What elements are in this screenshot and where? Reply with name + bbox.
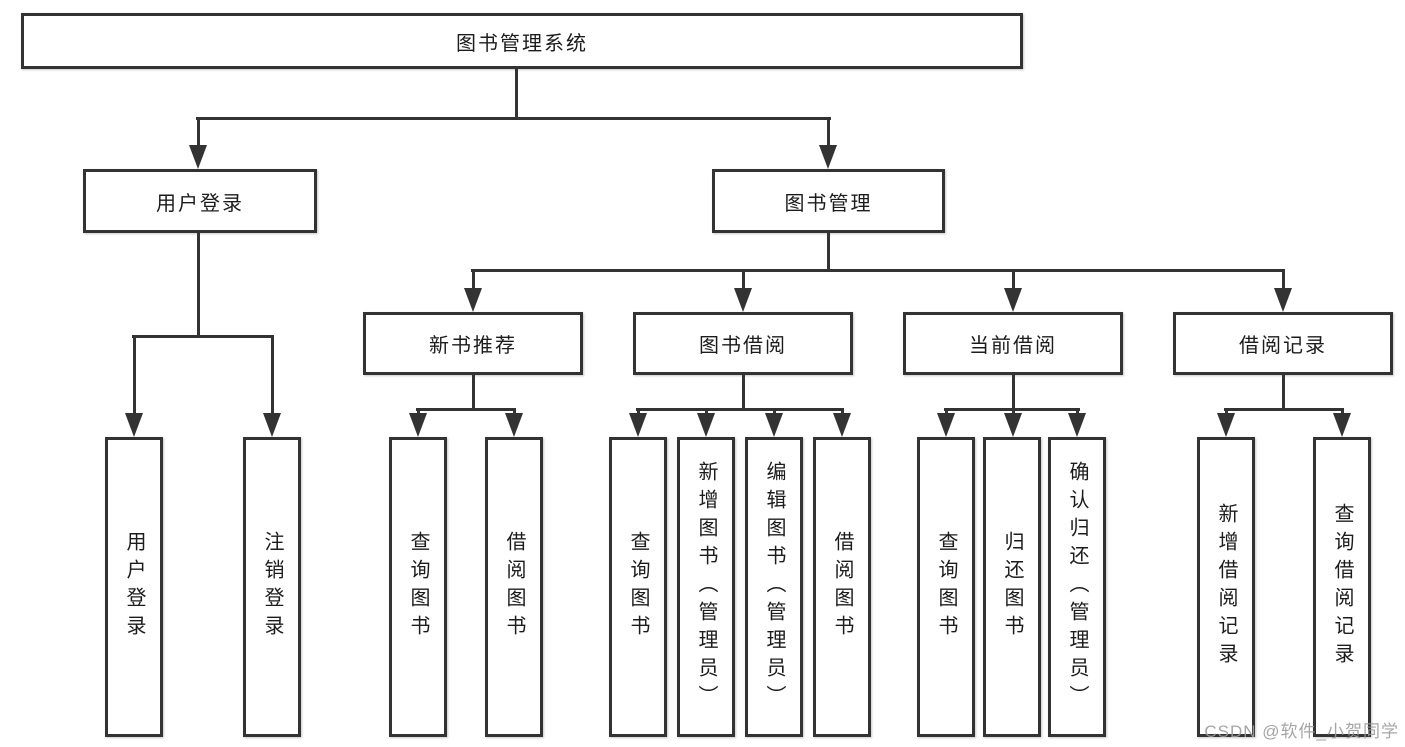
arrow-down-icon	[734, 288, 752, 312]
connector-line	[197, 120, 200, 148]
connector-line	[515, 69, 518, 120]
node-borrowing-records: 借阅记录	[1173, 312, 1393, 375]
leaf-confirm-return-admin: 确认归还（管理员）	[1048, 437, 1106, 737]
connector-line	[742, 272, 745, 290]
connector-line	[705, 408, 708, 416]
arrow-down-icon	[1004, 288, 1022, 312]
leaf-edit-books-admin: 编辑图书（管理员）	[745, 437, 803, 737]
arrow-down-icon	[464, 288, 482, 312]
connector-line	[636, 408, 844, 411]
connector-line	[827, 233, 830, 271]
arrow-down-icon	[937, 413, 955, 437]
connector-line	[471, 269, 1285, 272]
connector-line	[132, 335, 274, 338]
node-library-management-system: 图书管理系统	[21, 13, 1023, 69]
arrow-down-icon	[409, 413, 427, 437]
watermark: CSDN @软件_小贺同学	[1204, 722, 1399, 741]
arrow-down-icon	[833, 413, 851, 437]
leaf-add-books-admin: 新增图书（管理员）	[677, 437, 735, 737]
connector-line	[197, 233, 200, 337]
leaf-query-books-borrowing: 查询图书	[609, 437, 667, 737]
arrow-down-icon	[1068, 413, 1086, 437]
leaf-query-books-recommend: 查询图书	[389, 437, 447, 737]
leaf-add-borrow-record: 新增借阅记录	[1197, 437, 1255, 737]
arrow-down-icon	[1274, 288, 1292, 312]
leaf-user-login: 用户登录	[105, 437, 163, 737]
connector-line	[1225, 408, 1228, 416]
connector-line	[417, 408, 420, 416]
connector-line	[1341, 408, 1344, 416]
node-book-borrowing: 图书借阅	[633, 312, 853, 375]
connector-line	[472, 272, 475, 290]
connector-line	[944, 408, 1080, 411]
connector-line	[637, 408, 640, 416]
node-current-borrowing: 当前借阅	[903, 312, 1123, 375]
connector-line	[841, 408, 844, 416]
arrow-down-icon	[819, 145, 837, 169]
connector-line	[1282, 272, 1285, 290]
leaf-query-books-current: 查询图书	[917, 437, 975, 737]
arrow-down-icon	[1217, 413, 1235, 437]
connector-line	[1282, 375, 1285, 411]
arrow-down-icon	[189, 145, 207, 169]
leaf-borrow-books-recommend: 借阅图书	[485, 437, 543, 737]
arrow-down-icon	[629, 413, 647, 437]
arrow-down-icon	[125, 413, 143, 437]
leaf-borrow-books: 借阅图书	[813, 437, 871, 737]
connector-line	[513, 408, 516, 416]
connector-line	[1224, 408, 1344, 411]
node-new-book-recommendation: 新书推荐	[363, 312, 583, 375]
connector-line	[472, 375, 475, 411]
arrow-down-icon	[1004, 413, 1022, 437]
arrow-down-icon	[505, 413, 523, 437]
leaf-query-borrow-record: 查询借阅记录	[1313, 437, 1371, 737]
arrow-down-icon	[697, 413, 715, 437]
arrow-down-icon	[1333, 413, 1351, 437]
connector-line	[416, 408, 516, 411]
leaf-logout: 注销登录	[243, 437, 301, 737]
connector-line	[827, 120, 830, 148]
connector-line	[196, 117, 831, 120]
connector-line	[133, 338, 136, 416]
connector-line	[945, 408, 948, 416]
connector-line	[1076, 408, 1079, 416]
arrow-down-icon	[263, 413, 281, 437]
connector-line	[742, 375, 745, 411]
connector-line	[1012, 272, 1015, 290]
connector-line	[1012, 375, 1015, 418]
arrow-down-icon	[765, 413, 783, 437]
connector-line	[271, 338, 274, 416]
node-book-management: 图书管理	[712, 169, 945, 233]
leaf-return-books: 归还图书	[983, 437, 1041, 737]
connector-line	[773, 408, 776, 416]
node-user-login: 用户登录	[83, 169, 317, 233]
